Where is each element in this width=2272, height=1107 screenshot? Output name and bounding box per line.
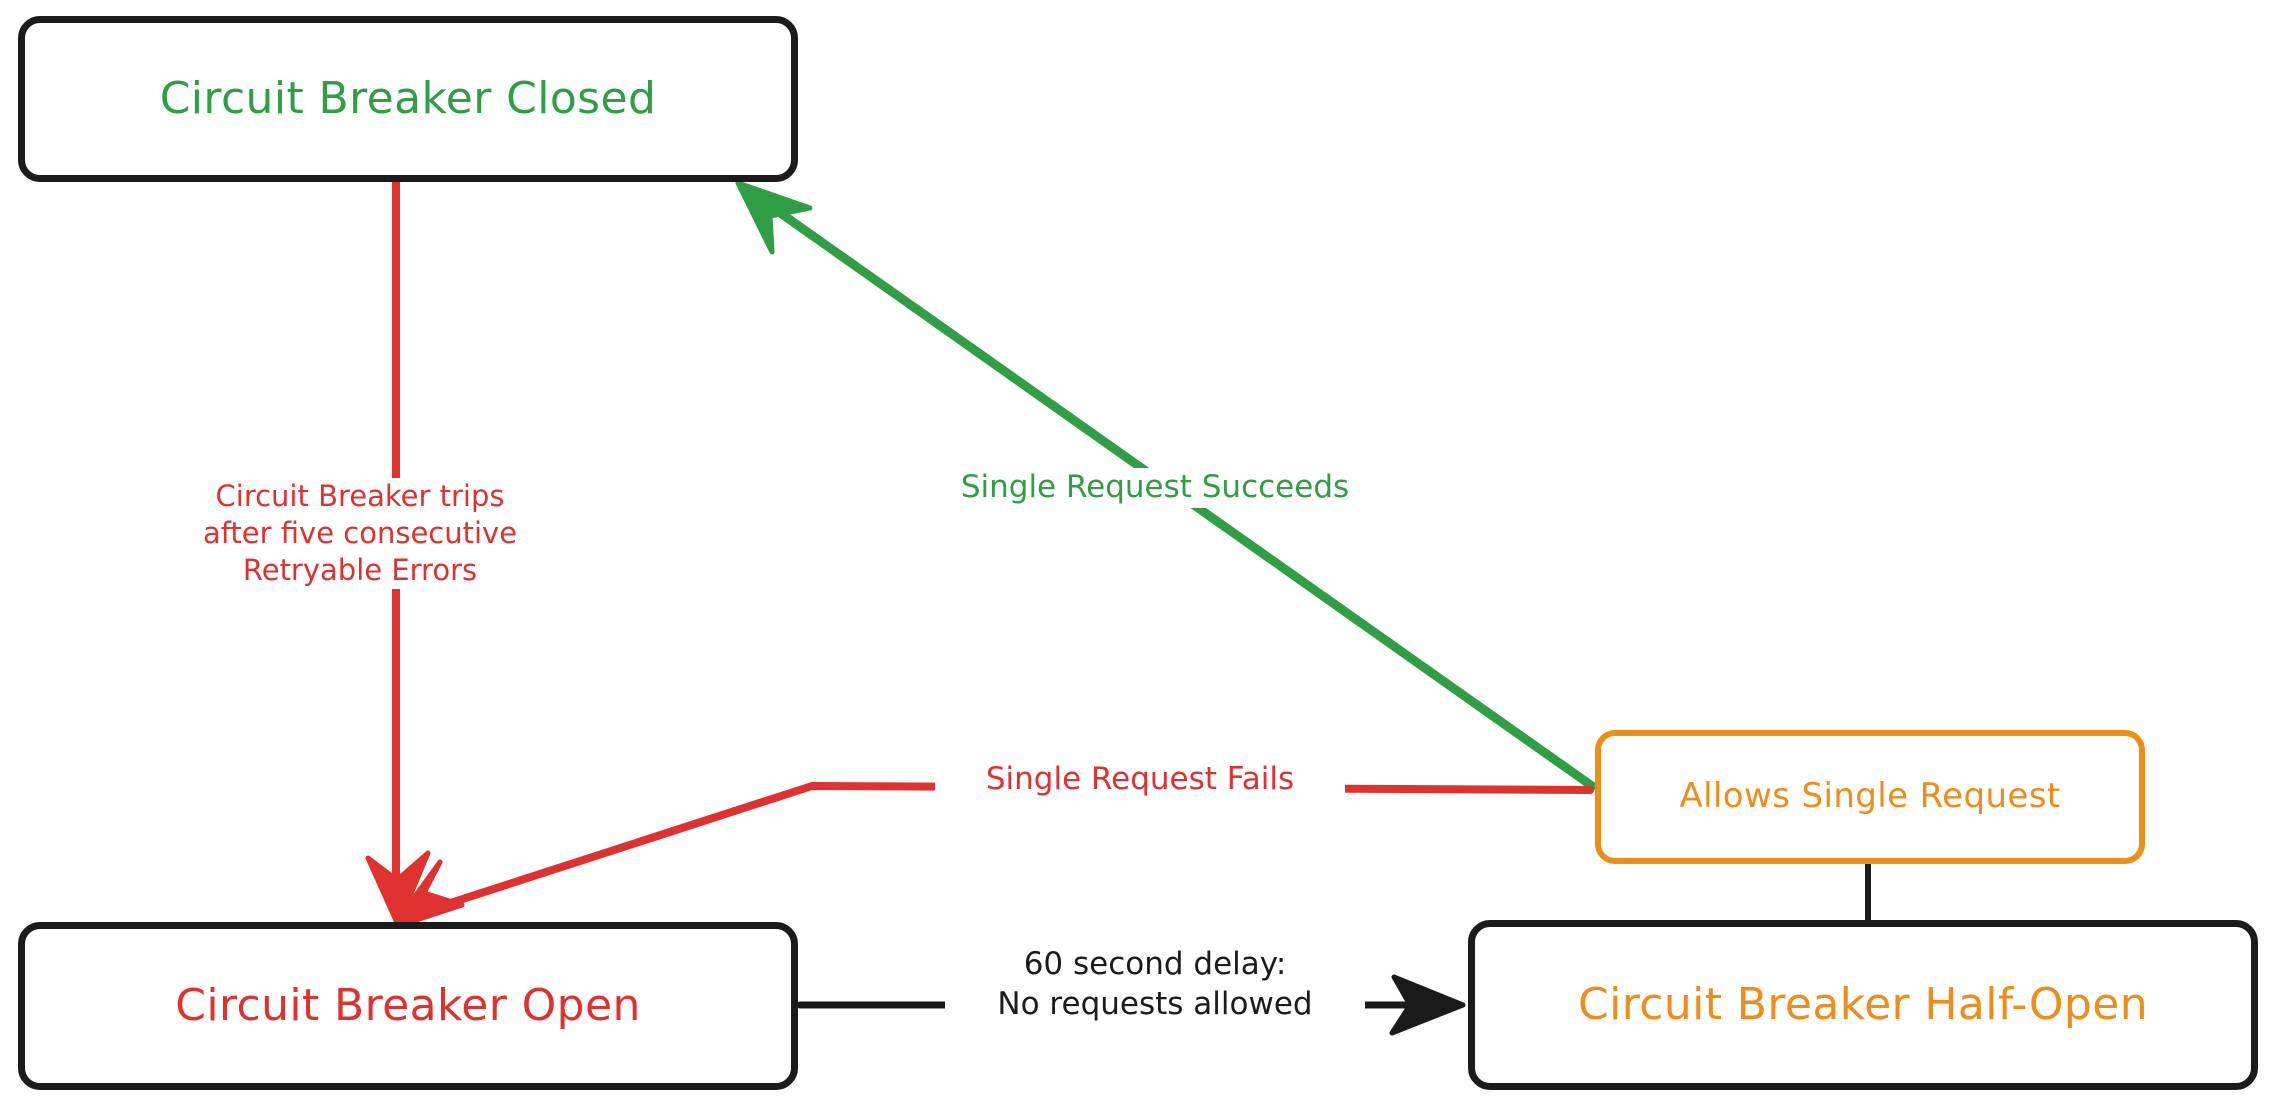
node-label-allows-single-request: Allows Single Request <box>1679 776 2061 817</box>
node-allows-single-request[interactable]: Allows Single Request <box>1595 730 2145 864</box>
node-circuit-breaker-half-open[interactable]: Circuit Breaker Half-Open <box>1468 920 2258 1090</box>
node-circuit-breaker-open[interactable]: Circuit Breaker Open <box>18 922 798 1090</box>
edge-allows-to-closed <box>735 180 1597 791</box>
node-label-circuit-breaker-open: Circuit Breaker Open <box>175 979 641 1031</box>
edge-closed-to-open <box>365 178 431 928</box>
edge-allows-to-open <box>389 782 1594 931</box>
node-circuit-breaker-closed[interactable]: Circuit Breaker Closed <box>18 16 798 182</box>
node-label-circuit-breaker-half-open: Circuit Breaker Half-Open <box>1578 978 2148 1030</box>
node-label-circuit-breaker-closed: Circuit Breaker Closed <box>159 72 657 124</box>
edge-open-to-halfopen <box>796 974 1466 1036</box>
